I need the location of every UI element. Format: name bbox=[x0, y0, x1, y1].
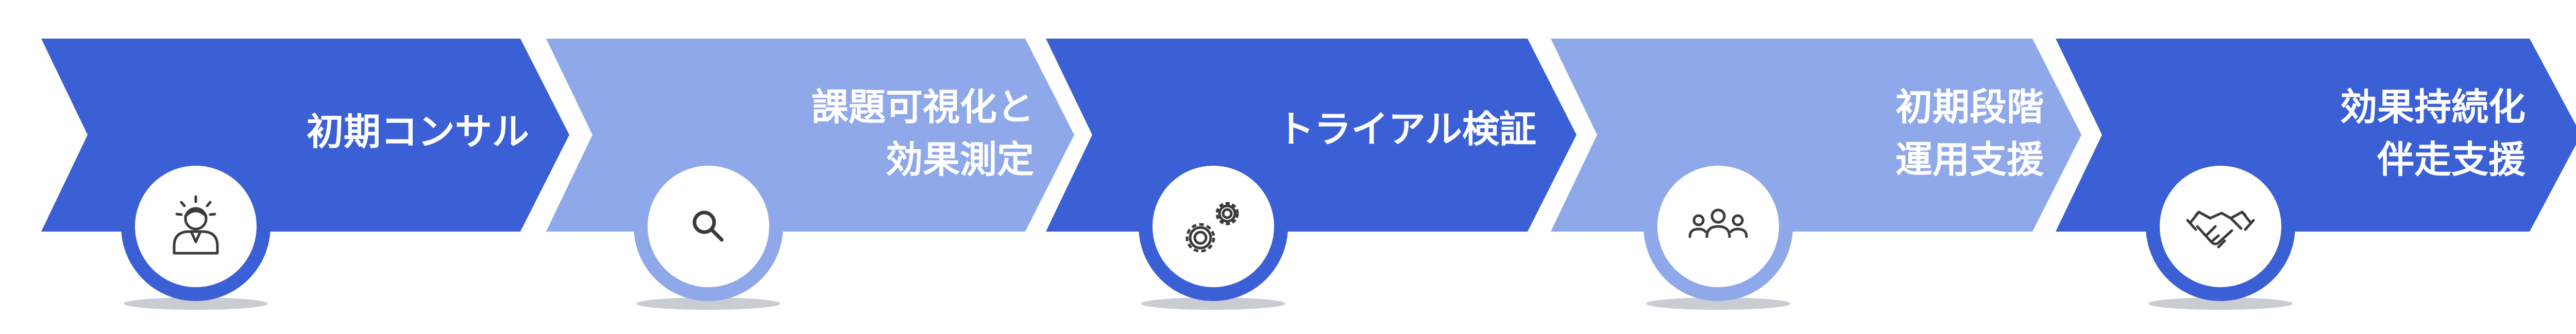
step-4-shadow bbox=[1646, 297, 1790, 310]
step-4-label-line-2: 運用支援 bbox=[1895, 138, 2044, 181]
step-2-label: 課題可視化と 効果測定 bbox=[811, 81, 1034, 186]
step-1-shadow bbox=[124, 297, 268, 310]
step-5-shadow bbox=[2148, 297, 2293, 310]
step-1-icon-disc bbox=[135, 166, 257, 287]
step-1 bbox=[41, 39, 569, 310]
step-3-icon-disc bbox=[1153, 166, 1274, 287]
step-2 bbox=[546, 39, 1074, 310]
gears-icon bbox=[1185, 202, 1239, 253]
step-5-label-line-1: 効果持続化 bbox=[2340, 85, 2526, 129]
step-2-label-line-1: 課題可視化と bbox=[811, 85, 1034, 129]
team-people-icon bbox=[1688, 208, 1748, 238]
step-2-label-line-2: 効果測定 bbox=[885, 138, 1034, 181]
handshake-icon bbox=[2186, 210, 2255, 249]
step-4 bbox=[1551, 39, 2081, 310]
step-2-shadow bbox=[636, 297, 781, 310]
step-3-label: トライアル検証 bbox=[1277, 103, 1536, 155]
consultant-person-icon bbox=[173, 195, 219, 255]
step-1-label-line-1: 初期コンサル bbox=[306, 110, 529, 153]
magnifier-icon bbox=[692, 210, 724, 242]
step-1-label: 初期コンサル bbox=[307, 106, 529, 158]
step-5 bbox=[2056, 39, 2576, 310]
step-4-label-line-1: 初期段階 bbox=[1895, 85, 2044, 129]
step-3-label-line-1: トライアル検証 bbox=[1277, 108, 1536, 151]
step-3-shadow bbox=[1141, 297, 1285, 310]
step-5-icon-disc bbox=[2160, 166, 2281, 287]
step-3 bbox=[1046, 39, 1577, 310]
step-5-label: 効果持続化 伴走支援 bbox=[2340, 81, 2526, 186]
step-2-icon-disc bbox=[648, 166, 769, 287]
step-4-label: 初期段階 運用支援 bbox=[1895, 81, 2044, 186]
step-5-label-line-2: 伴走支援 bbox=[2377, 138, 2526, 181]
